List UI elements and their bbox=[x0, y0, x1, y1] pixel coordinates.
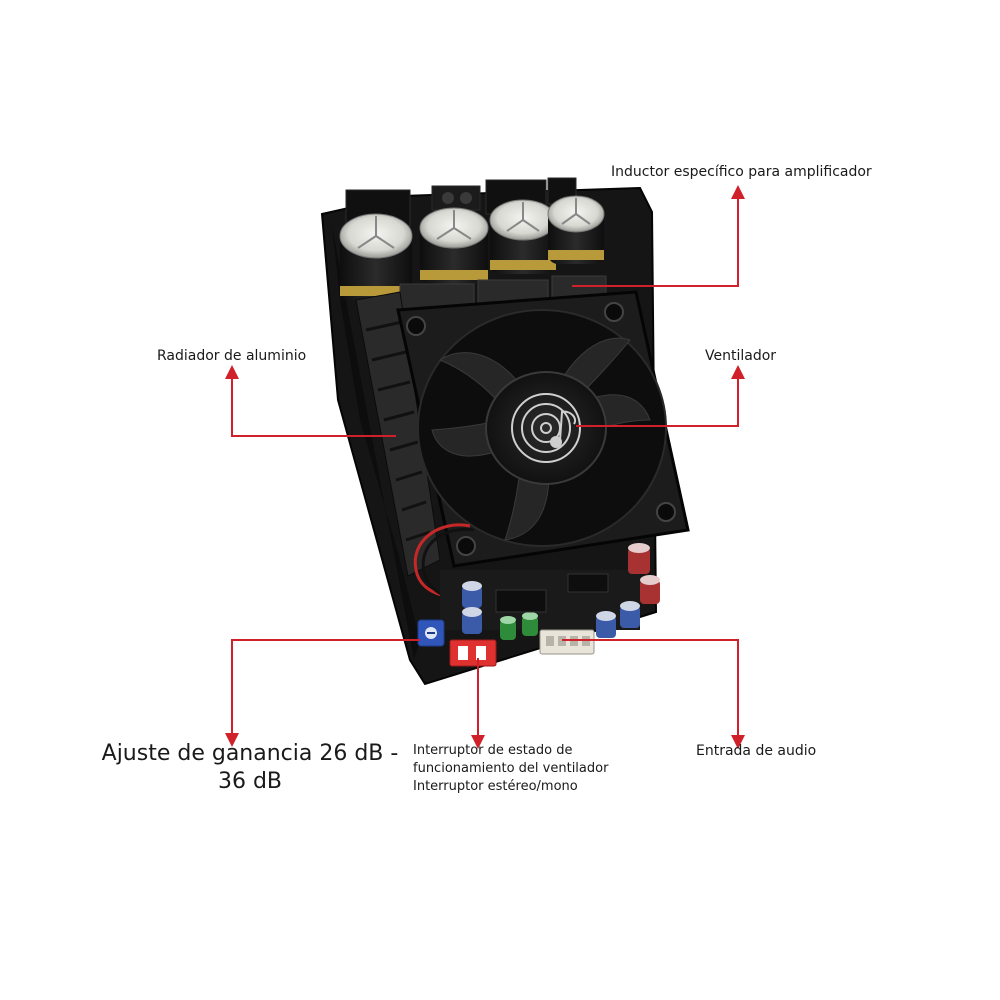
capacitor-2 bbox=[419, 207, 489, 284]
audio-input-connector bbox=[539, 629, 595, 655]
label-gain-line2: 36 dB bbox=[217, 769, 283, 794]
small-capacitors bbox=[462, 543, 660, 640]
capacitor-4 bbox=[547, 195, 605, 264]
label-fan: Ventilador bbox=[705, 348, 777, 364]
cooling-fan bbox=[396, 290, 690, 568]
label-switch-line1: Interruptor de estado de bbox=[413, 743, 573, 758]
arrow-audio-input bbox=[562, 639, 745, 749]
fan-logo-icon bbox=[511, 393, 581, 463]
capacitor-1 bbox=[339, 213, 413, 300]
label-gain-adjust: Ajuste de ganancia 26 dB - 36 dB bbox=[80, 740, 420, 796]
dip-switch bbox=[449, 639, 497, 667]
arrow-gain bbox=[225, 639, 420, 747]
label-switch-line2: funcionamiento del ventilador bbox=[413, 761, 609, 776]
capacitors bbox=[339, 195, 605, 300]
label-switch-line3: Interruptor estéreo/mono bbox=[413, 779, 578, 794]
label-audio-input: Entrada de audio bbox=[696, 743, 817, 759]
aluminium-heatsink bbox=[355, 291, 441, 577]
arrow-fan bbox=[576, 365, 745, 427]
arrow-radiator bbox=[225, 365, 396, 437]
gain-potentiometer bbox=[417, 619, 445, 647]
label-gain-line1: Ajuste de ganancia 26 dB - bbox=[101, 741, 399, 766]
arrow-inductor bbox=[572, 185, 745, 287]
label-radiator: Radiador de aluminio bbox=[157, 348, 307, 364]
label-switches: Interruptor de estado de funcionamiento … bbox=[413, 742, 608, 796]
label-inductor: Inductor específico para amplificador bbox=[611, 164, 872, 180]
lower-components bbox=[440, 543, 660, 640]
callout-arrows bbox=[225, 185, 745, 749]
capacitor-3 bbox=[489, 199, 557, 274]
